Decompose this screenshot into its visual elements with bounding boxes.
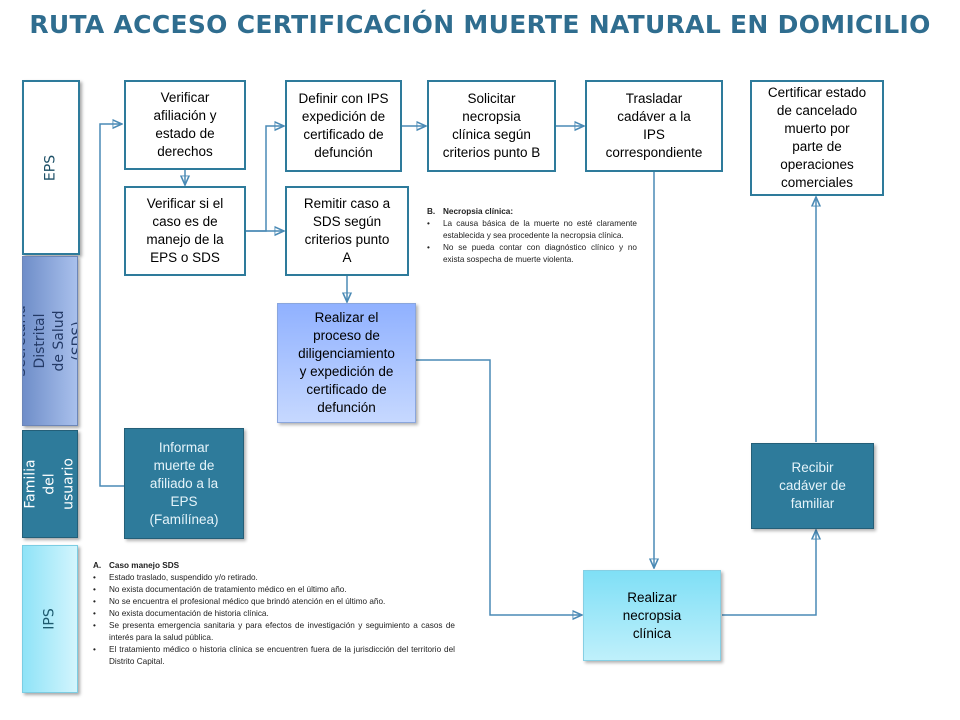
box-verificar-caso: Verificar si el caso es de manejo de la …	[124, 186, 246, 276]
box-verificar-afiliacion: Verificar afiliación y estado de derecho…	[124, 80, 246, 170]
note-a-letter: A.	[93, 561, 102, 570]
note-b: B. Necropsia clínica: •La causa básica d…	[427, 206, 637, 266]
box-certificar-estado-text: Certificar estado de cancelado muerto po…	[767, 85, 867, 190]
box-definir-ips: Definir con IPS expedición de certificad…	[285, 80, 402, 172]
diagram-title: RUTA ACCESO CERTIFICACIÓN MUERTE NATURAL…	[29, 10, 931, 39]
box-definir-ips-text: Definir con IPS expedición de certificad…	[298, 91, 389, 160]
note-a-item-text: No exista documentación de historia clín…	[109, 609, 269, 618]
note-a-item-text: No exista documentación de tratamiento m…	[109, 585, 347, 594]
lane-ips: IPS	[22, 545, 78, 693]
lane-eps: EPS	[22, 80, 80, 255]
box-remitir-sds: Remitir caso a SDS según criterios punto…	[285, 186, 409, 276]
note-a-title: Caso manejo SDS	[109, 561, 180, 570]
note-a-item: •No se encuentra el profesional médico q…	[93, 596, 455, 608]
box-realizar-proceso: Realizar el proceso de diligenciamiento …	[277, 303, 416, 423]
box-realizar-proceso-text: Realizar el proceso de diligenciamiento …	[298, 310, 395, 415]
note-a-item: •No exista documentación de historia clí…	[93, 608, 455, 620]
box-trasladar-cadaver: Trasladar cadáver a la IPS correspondien…	[585, 80, 723, 172]
note-a-item-text: Estado traslado, suspendido y/o retirado…	[109, 573, 258, 582]
box-realizar-necropsia: Realizar necropsia clínica	[583, 570, 721, 661]
lane-sds: Secretaria Distrital de Salud (SDS)	[22, 256, 78, 426]
note-b-letter: B.	[427, 207, 436, 216]
note-a-heading: A. Caso manejo SDS	[93, 560, 455, 572]
note-b-heading: B. Necropsia clínica:	[427, 206, 637, 218]
note-b-item: •La causa básica de la muerte no esté cl…	[427, 219, 637, 240]
connector-informar-to-verificar	[99, 124, 124, 487]
box-certificar-estado: Certificar estado de cancelado muerto po…	[750, 80, 884, 196]
note-a-item: •El tratamiento médico o historia clínic…	[93, 645, 455, 666]
note-a-item: •Estado traslado, suspendido y/o retirad…	[93, 572, 455, 584]
box-remitir-sds-text: Remitir caso a SDS según criterios punto…	[303, 196, 391, 265]
box-solicitar-necropsia-text: Solicitar necropsia clínica según criter…	[442, 91, 541, 160]
connector-necropsia-to-recibir	[722, 530, 816, 616]
box-informar-muerte: Informar muerte de afiliado a la EPS (Fa…	[124, 428, 244, 539]
note-a-item-text: No se encuentra el profesional médico qu…	[109, 597, 386, 606]
box-recibir-cadaver: Recibir cadáver de familiar	[751, 443, 874, 529]
box-solicitar-necropsia: Solicitar necropsia clínica según criter…	[427, 80, 556, 172]
box-verificar-afiliacion-text: Verificar afiliación y estado de derecho…	[153, 90, 217, 159]
note-b-list: •La causa básica de la muerte no esté cl…	[427, 218, 637, 266]
lane-familia: Familia del usuario	[22, 430, 78, 538]
box-recibir-cadaver-text: Recibir cadáver de familiar	[779, 460, 846, 511]
connector-realizar-to-necropsia	[416, 359, 582, 615]
box-informar-muerte-text: Informar muerte de afiliado a la EPS (Fa…	[149, 439, 219, 527]
note-b-item-text: La causa básica de la muerte no esté cla…	[443, 219, 637, 240]
box-verificar-caso-text: Verificar si el caso es de manejo de la …	[146, 196, 224, 265]
note-b-title: Necropsia clínica:	[443, 207, 514, 216]
note-a-list: •Estado traslado, suspendido y/o retirad…	[93, 572, 455, 668]
connector-caso-to-definir	[246, 126, 284, 232]
note-a-item-text: Se presenta emergencia sanitaria y para …	[109, 621, 455, 642]
box-trasladar-cadaver-text: Trasladar cadáver a la IPS correspondien…	[605, 91, 703, 160]
note-a: A. Caso manejo SDS •Estado traslado, sus…	[93, 560, 455, 668]
note-b-item-text: No se pueda contar con diagnóstico clíni…	[443, 243, 637, 264]
note-a-item: •Se presenta emergencia sanitaria y para…	[93, 621, 455, 642]
box-realizar-necropsia-text: Realizar necropsia clínica	[622, 589, 682, 641]
note-b-item: •No se pueda contar con diagnóstico clín…	[427, 243, 637, 264]
note-a-item-text: El tratamiento médico o historia clínica…	[109, 645, 455, 666]
note-a-item: •No exista documentación de tratamiento …	[93, 584, 455, 596]
